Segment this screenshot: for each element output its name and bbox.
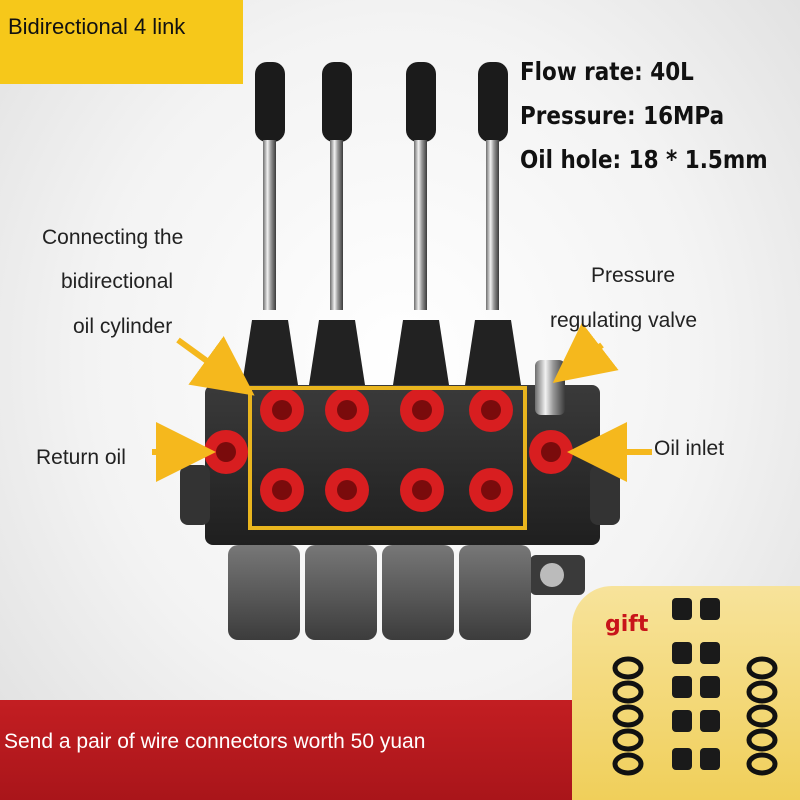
promo-banner-text: Send a pair of wire connectors worth 50 … [4, 730, 426, 753]
cylinder-ports [260, 388, 513, 512]
label-oil-inlet: Oil inlet [654, 437, 725, 460]
label-cylinder-2: bidirectional [61, 270, 174, 293]
spec-oil-hole: Oil hole: 18 * 1.5mm [520, 145, 768, 174]
cylinder-ports-highlight [248, 386, 527, 530]
label-regulating-1: Pressure [591, 264, 676, 287]
gift-label: gift [605, 612, 649, 637]
plug-fittings [672, 598, 720, 770]
lever-1 [242, 62, 298, 385]
label-return-oil: Return oil [36, 446, 126, 469]
o-rings-right [746, 656, 778, 776]
product-tag-text: Bidirectional 4 link [8, 14, 186, 39]
spec-pressure: Pressure: 16MPa [520, 101, 725, 130]
product-tag: Bidirectional 4 link [0, 0, 243, 84]
label-regulating-2: regulating valve [550, 309, 698, 332]
lever-2 [309, 62, 365, 385]
spool-caps [228, 545, 531, 640]
callout-arrows [152, 322, 652, 482]
spec-flow-rate: Flow rate: 40L [520, 57, 694, 86]
o-rings-left [612, 656, 644, 776]
lever-4 [465, 62, 521, 385]
spec-list: Flow rate: 40L Pressure: 16MPa Oil hole:… [520, 50, 768, 182]
label-cylinder-3: oil cylinder [73, 315, 173, 338]
label-cylinder-1: Connecting the [42, 226, 184, 249]
lever-handles [242, 62, 521, 385]
lever-3 [393, 62, 449, 385]
